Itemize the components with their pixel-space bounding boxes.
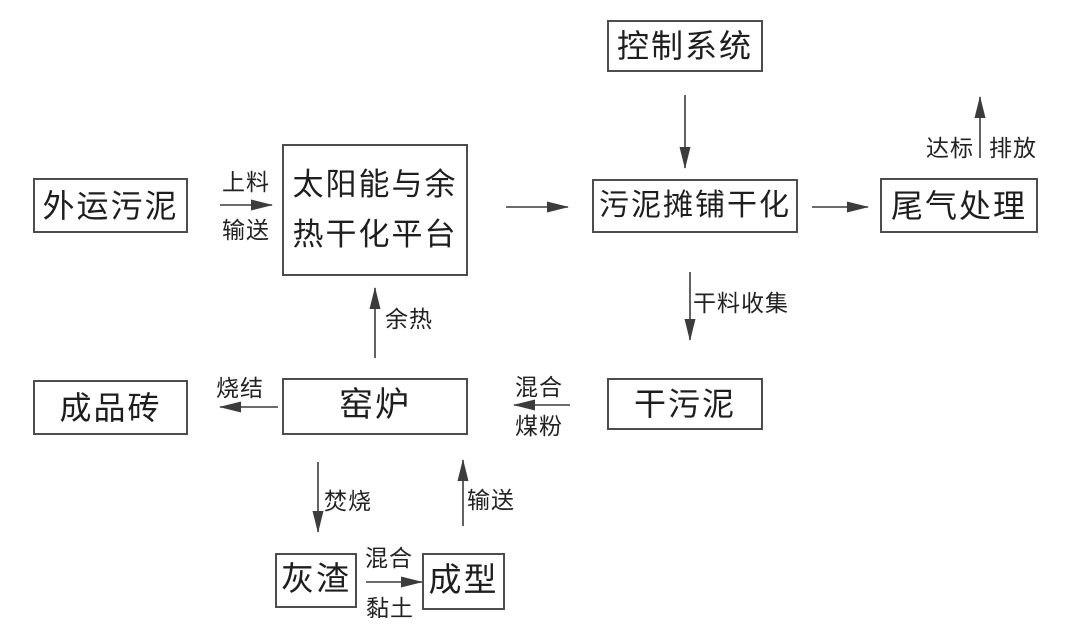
edge-label-convey: 输送 — [467, 488, 515, 513]
edge-label-meet-standard: 达标 — [926, 136, 974, 161]
node-control-system: 控制系统 — [607, 20, 763, 72]
node-solar-waste-heat-platform: 太阳能与余 热干化平台 — [282, 144, 468, 276]
node-control-system-label: 控制系统 — [616, 28, 753, 64]
edge-label-sintering: 烧结 — [216, 376, 264, 401]
node-external-sludge-label: 外运污泥 — [42, 187, 179, 224]
node-finished-brick: 成品砖 — [33, 380, 188, 435]
solar-platform-line1: 太阳能与余 — [292, 167, 458, 203]
node-solar-platform-label: 太阳能与余 热干化平台 — [293, 160, 458, 259]
edge-label-dry-collection: 干料收集 — [693, 291, 789, 316]
edge-label-waste-heat: 余热 — [385, 307, 433, 332]
edge-label-feed: 上料 — [222, 170, 270, 195]
edge-label-clay: 黏土 — [366, 596, 414, 621]
node-kiln: 窑炉 — [282, 378, 468, 435]
node-sludge-spreading-label: 污泥摊铺干化 — [599, 189, 791, 223]
node-tail-gas-label: 尾气处理 — [890, 187, 1027, 224]
node-finished-brick-label: 成品砖 — [59, 389, 162, 426]
edge-label-incineration: 焚烧 — [324, 489, 372, 514]
node-external-sludge: 外运污泥 — [33, 178, 188, 233]
node-dry-sludge: 干污泥 — [607, 378, 763, 430]
node-ash-residue: 灰渣 — [275, 553, 357, 608]
solar-platform-line2: 热干化平台 — [292, 217, 458, 252]
node-dry-sludge-label: 干污泥 — [633, 386, 736, 422]
edge-label-feed-convey: 输送 — [222, 218, 270, 243]
node-molding: 成型 — [422, 553, 505, 610]
node-sludge-spreading-drying: 污泥摊铺干化 — [592, 179, 798, 233]
edge-label-discharge: 排放 — [989, 136, 1037, 161]
edge-label-mix-coal: 混合 — [515, 375, 563, 400]
node-ash-label: 灰渣 — [281, 561, 351, 598]
edge-label-mix-clay: 混合 — [365, 546, 413, 571]
edge-label-coal-powder: 煤粉 — [515, 414, 563, 439]
node-tail-gas-treatment: 尾气处理 — [880, 178, 1038, 233]
node-molding-label: 成型 — [428, 562, 499, 599]
node-kiln-label: 窑炉 — [339, 387, 411, 425]
